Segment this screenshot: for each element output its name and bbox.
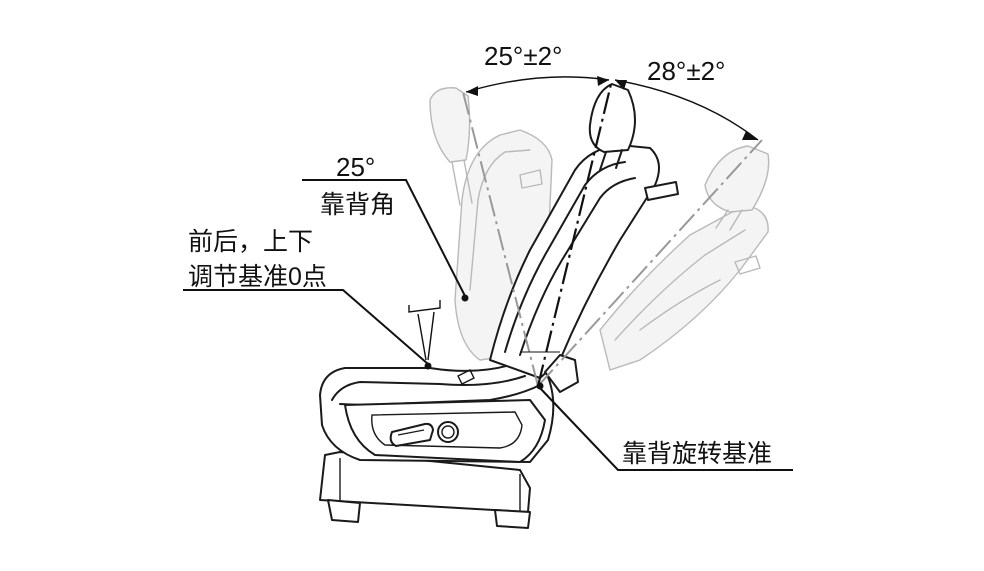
zero-reference-line2: 调节基准0点 [188,263,327,291]
angle-dimension-arcs [465,76,759,141]
callout-leaders [183,179,793,471]
ghost-rearward-seatback [599,145,770,371]
forward-recline-angle-label: 25°±2° [484,41,562,71]
pivot-reference-label: 靠背旋转基准 [622,440,772,468]
design-axis [536,79,614,387]
backrest-angle-value: 25° [336,152,375,182]
rearward-recline-angle-label: 28°±2° [647,56,725,86]
recline-axis-lines [462,79,763,387]
backrest-angle-label: 靠背角 [320,191,395,219]
seat-adjust-switches [389,421,459,447]
zero-reference-point [424,362,432,370]
forward-limit-axis [462,91,539,387]
zero-reference-line1: 前后，上下 [188,228,313,256]
seat-cushion [319,361,555,463]
main-seatback [489,83,679,393]
rearward-limit-axis [537,139,763,387]
seat-base [319,451,531,529]
backrest-angle-point [461,294,469,302]
pivot-reference-point [536,382,544,390]
